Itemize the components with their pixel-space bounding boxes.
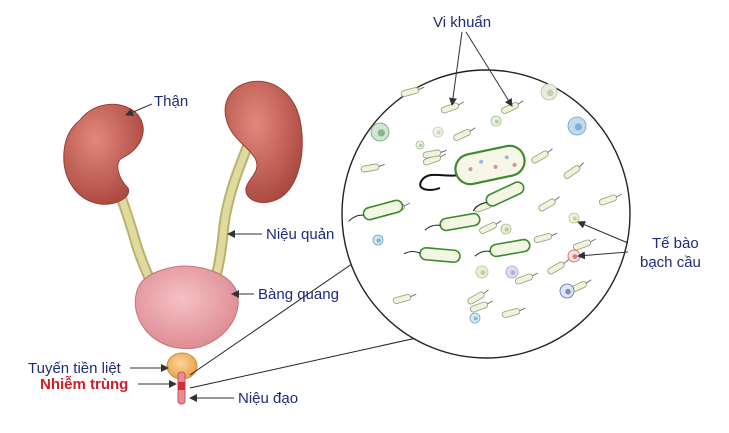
white-blood-cell-icon: [469, 312, 481, 324]
rod-bacterium-icon: [422, 149, 447, 159]
white-blood-cell-icon: [415, 140, 425, 150]
rod-bacterium-icon: [501, 307, 526, 319]
white-blood-cell-icon: [475, 265, 489, 279]
bacteria-group: [348, 86, 622, 319]
bacteria-pointer-left: [448, 31, 463, 106]
bladder: [134, 265, 239, 349]
rod-bacterium-icon: [533, 232, 558, 244]
label-ureter: Niệu quản: [266, 226, 334, 243]
right-kidney: [224, 80, 303, 203]
white-blood-cell-icon: [568, 212, 580, 224]
large-bacterium-icon: [454, 144, 526, 186]
bacteria-pointer-right: [465, 31, 513, 107]
rod-bacterium-icon: [598, 193, 622, 206]
rod-bacterium-icon: [572, 238, 596, 251]
rod-bacterium-icon: [472, 181, 525, 212]
left-kidney: [63, 103, 144, 205]
rod-bacterium-icon: [474, 238, 531, 258]
white-blood-cell-icon: [490, 115, 502, 127]
flagellum: [419, 173, 459, 191]
rod-bacterium-icon: [403, 246, 461, 264]
white-blood-cell-icon: [370, 122, 390, 142]
rod-bacterium-icon: [424, 212, 481, 232]
infection-site: [178, 382, 185, 390]
rod-bacterium-icon: [400, 86, 425, 98]
magnified-view: [189, 69, 631, 389]
rod-bacterium-icon: [392, 293, 417, 305]
label-infection: Nhiễm trùng: [40, 376, 128, 393]
rod-bacterium-icon: [360, 163, 385, 173]
rod-bacterium-icon: [479, 220, 502, 234]
wbc-pointer-top: [577, 221, 629, 244]
label-bacteria: Vi khuẩn: [433, 14, 491, 31]
label-prostate: Tuyến tiền liệt: [28, 360, 122, 377]
white-blood-cell-icon: [540, 83, 558, 101]
white-blood-cell-icon: [372, 234, 384, 246]
rod-bacterium-icon: [531, 148, 553, 164]
white-blood-cell-icon: [567, 249, 581, 263]
rod-bacterium-icon: [547, 259, 569, 275]
white-blood-cell-icon: [559, 283, 575, 299]
pointer-lines: [125, 31, 629, 402]
white-blood-cell-icon: [505, 265, 519, 279]
label-bladder: Bàng quang: [258, 286, 339, 303]
rod-bacterium-icon: [538, 196, 560, 212]
zoom-line-bottom: [189, 334, 431, 389]
label-wbc-line1: Tế bào: [652, 235, 699, 252]
rod-bacterium-icon: [467, 289, 489, 305]
white-blood-cells-group: [370, 83, 587, 324]
label-wbc-line2: bạch cầu: [640, 254, 701, 271]
white-blood-cell-icon: [500, 223, 512, 235]
label-kidney: Thận: [154, 93, 188, 110]
rod-bacterium-icon: [469, 300, 493, 313]
white-blood-cell-icon: [567, 116, 587, 136]
magnified-sample-circle: [341, 69, 631, 359]
rod-bacterium-icon: [514, 272, 538, 285]
rod-bacterium-icon: [563, 162, 584, 179]
white-blood-cell-icon: [432, 126, 444, 138]
right-ureter-inner: [211, 136, 254, 284]
kidney-pointer: [125, 103, 153, 116]
wbc-pointer-bottom: [577, 251, 629, 260]
urinary-tract-anatomy: [63, 80, 303, 405]
zoom-line-top: [189, 254, 366, 376]
rod-bacterium-icon: [453, 127, 476, 141]
rod-bacterium-icon: [348, 199, 404, 222]
label-urethra: Niệu đạo: [238, 390, 298, 407]
